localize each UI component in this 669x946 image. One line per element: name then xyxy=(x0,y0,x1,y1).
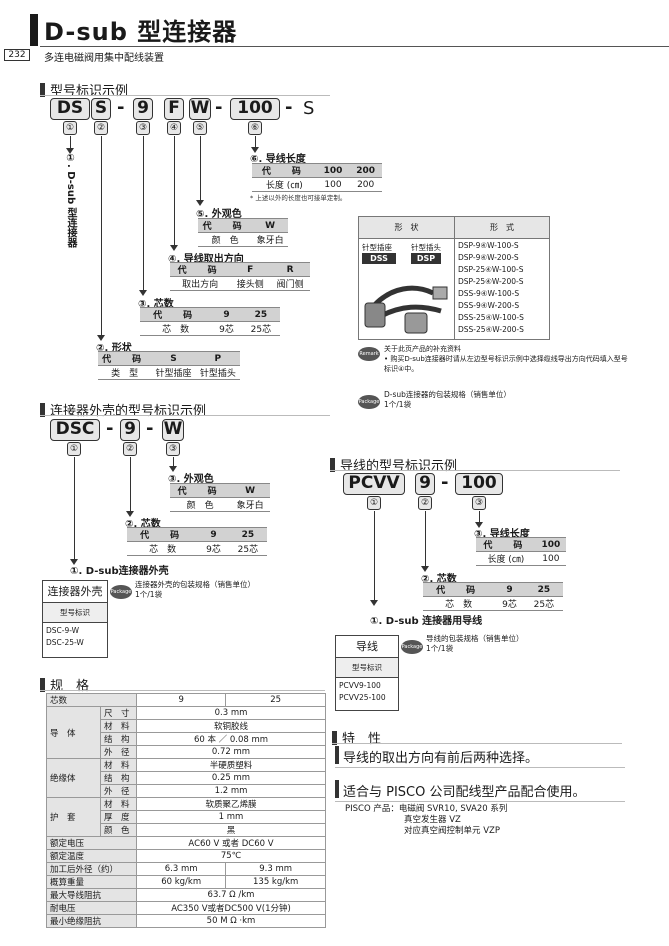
shape-model: DSS-9④W-200-S xyxy=(458,301,520,310)
code-number: ① xyxy=(67,442,81,456)
package-icon: Package xyxy=(358,395,380,409)
code-number: ③ xyxy=(472,496,486,510)
code-suffix: S xyxy=(303,98,315,119)
code-dash: - xyxy=(146,418,154,439)
item6-label: ⑥. 导线长度 xyxy=(250,154,306,165)
feature-product-2: 真空发生器 VZ xyxy=(404,815,461,825)
cable-item1-label: ①. D-sub 连接器用导线 xyxy=(370,616,483,627)
code-dash: - xyxy=(285,97,293,118)
code-box: W xyxy=(189,98,211,120)
shell-package-text: 连接器外壳的包装规格（销售单位） 1个/1袋 xyxy=(135,580,255,599)
code-number: ⑥ xyxy=(248,121,262,135)
cable-item2-label: ②. 芯数 xyxy=(421,574,457,585)
code-dash: - xyxy=(215,97,223,118)
shape-model: DSP-25④W-100-S xyxy=(458,265,524,274)
shape-image-cell: 针型插座 针型插头 DSS DSP xyxy=(359,239,455,339)
item1-label: ①. D-sub 型连接器 xyxy=(65,153,76,248)
feature-2: 适合与 PISCO 公司配线型产品配合使用。 xyxy=(343,785,586,800)
code-number: ③ xyxy=(136,121,150,135)
title-bar xyxy=(30,14,38,46)
code-box: F xyxy=(164,98,184,120)
title-rule xyxy=(40,46,669,47)
shape-label-socket: 针型插座 xyxy=(362,243,392,252)
code-number: ① xyxy=(367,496,381,510)
code-dash: - xyxy=(106,418,114,439)
code-box: DS xyxy=(50,98,90,120)
shell-item2-label: ②. 芯数 xyxy=(125,519,161,530)
code-box: PCVV xyxy=(343,473,405,495)
item4-label: ④. 导线取出方向 xyxy=(168,254,244,265)
code-box: S xyxy=(91,98,111,120)
cable-box: 导线 型号标识 PCVV9-100 PCVV25-100 xyxy=(335,635,399,711)
item3-label: ③. 芯数 xyxy=(138,299,174,310)
code-number: ③ xyxy=(166,442,180,456)
shape-model: DSP-9④W-100-S xyxy=(458,241,519,250)
code-dash: - xyxy=(117,97,125,118)
section-cable-heading: 导线的型号标识示例 xyxy=(330,455,457,474)
shape-table: 形 状 形 式 针型插座 针型插头 DSS DSP DSP-9④W-100-S … xyxy=(358,216,550,340)
code-box: 100 xyxy=(230,98,280,120)
code-number: ① xyxy=(63,121,77,135)
code-number: ② xyxy=(418,496,432,510)
shape-model: DSS-9④W-100-S xyxy=(458,289,520,298)
shape-label-plug: 针型插头 xyxy=(411,243,441,252)
remark-icon: Remark xyxy=(358,347,380,361)
page-subtitle: 多连电磁阀用集中配线装置 xyxy=(44,53,164,64)
shape-model: DSS-25④W-100-S xyxy=(458,313,524,322)
cable-package-text: 导线的包装规格（销售单位） 1个/1袋 xyxy=(426,634,524,653)
item6-note: * 上述以外的长度也可接单定制。 xyxy=(250,194,347,202)
code-number: ⑤ xyxy=(193,121,207,135)
remark-text: 关于此页产品的补充资料 • 购买D-sub连接器时请从左边型号标识示例中选择缆线… xyxy=(384,345,628,373)
code-number: ② xyxy=(94,121,108,135)
shell-item3-label: ③. 外观色 xyxy=(168,474,214,485)
shape-table-head: 形 状 xyxy=(359,217,455,238)
code-box: W xyxy=(162,419,184,441)
code-number: ② xyxy=(123,442,137,456)
dsp-tag: DSP xyxy=(411,253,441,264)
feature-product-3: 对应真空阀控制单元 VZP xyxy=(404,826,500,836)
package-icon: Package xyxy=(110,585,132,599)
shape-model-list: DSP-9④W-100-S DSP-9④W-200-S DSP-25④W-100… xyxy=(455,239,549,339)
shape-table-head: 形 式 xyxy=(455,217,549,238)
section-feature-heading: 特 性 xyxy=(332,728,381,747)
section-model-heading: 型号标识示例 xyxy=(40,80,128,99)
package-text: D-sub连接器的包装规格（销售单位） 1个/1袋 xyxy=(384,390,511,409)
shell-box: 连接器外壳 型号标识 DSC-9-W DSC-25-W xyxy=(42,580,108,658)
dss-tag: DSS xyxy=(362,253,396,264)
feature-1: 导线的取出方向有前后两种选择。 xyxy=(343,751,539,766)
connector-cable-image xyxy=(364,285,448,334)
shape-model: DSS-25④W-200-S xyxy=(458,325,524,334)
item2-label: ②. 形状 xyxy=(96,343,132,354)
section-spec-heading: 规 格 xyxy=(40,675,89,694)
item5-label: ⑤. 外观色 xyxy=(196,209,242,220)
shell-item1-label: ①. D-sub连接器外壳 xyxy=(70,566,169,577)
page-title: D-sub 型连接器 xyxy=(44,18,238,46)
code-number: ④ xyxy=(167,121,181,135)
cable-item3-label: ③. 导线长度 xyxy=(474,529,530,540)
code-box: 9 xyxy=(120,419,140,441)
section-shell-heading: 连接器外壳的型号标识示例 xyxy=(40,400,206,419)
code-box: 9 xyxy=(133,98,153,120)
code-box: DSC xyxy=(50,419,100,441)
shape-model: DSP-9④W-200-S xyxy=(458,253,519,262)
code-dash: - xyxy=(441,472,449,493)
page-number: 232 xyxy=(4,49,30,61)
code-box: 100 xyxy=(455,473,503,495)
feature-product-1: PISCO 产品：电磁阀 SVR10, SVA20 系列 xyxy=(345,804,508,814)
package-icon: Package xyxy=(401,640,423,654)
shape-model: DSP-25④W-200-S xyxy=(458,277,524,286)
code-box: 9 xyxy=(415,473,435,495)
